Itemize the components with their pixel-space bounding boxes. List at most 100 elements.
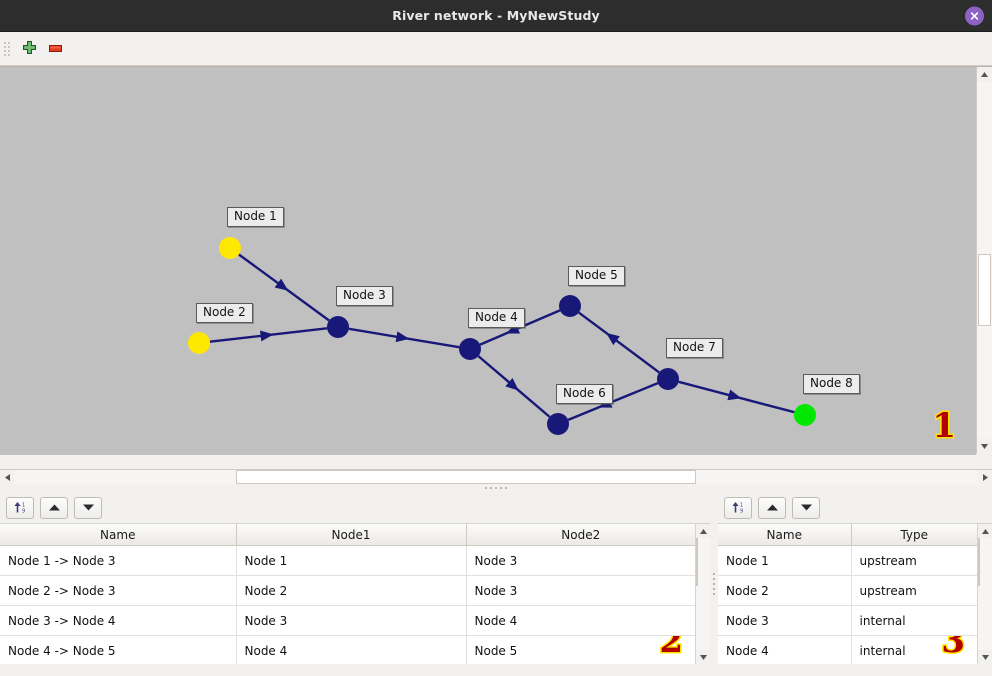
graph-vscroll-thumb[interactable] xyxy=(978,254,991,326)
graph-node-node-8[interactable] xyxy=(794,404,816,426)
graph-node-node-1[interactable] xyxy=(219,237,241,259)
graph-node-node-5[interactable] xyxy=(559,295,581,317)
nodes-move-down-icon[interactable] xyxy=(792,496,820,519)
table-cell[interactable]: Node 3 xyxy=(718,605,852,636)
nodes-scroll-up-arrow-icon[interactable] xyxy=(978,524,992,538)
table-cell[interactable]: internal xyxy=(851,605,977,636)
table-cell[interactable]: Node 4 xyxy=(466,605,695,636)
graph-node-node-3[interactable] xyxy=(327,316,349,338)
nodes-vscroll-track[interactable] xyxy=(978,538,992,650)
table-cell[interactable]: Node 1 -> Node 3 xyxy=(0,545,237,576)
svg-text:9: 9 xyxy=(740,509,743,515)
links-vscroll-thumb[interactable] xyxy=(696,538,698,586)
graph-edge-arrow-icon xyxy=(727,389,742,401)
remove-node-icon[interactable] xyxy=(42,36,68,62)
graph-node-node-2[interactable] xyxy=(188,332,210,354)
scroll-up-arrow-icon[interactable] xyxy=(977,67,992,82)
graph-node-label[interactable]: Node 4 xyxy=(468,308,525,328)
column-header-name[interactable]: Name xyxy=(0,524,237,546)
nodes-scroll-down-arrow-icon[interactable] xyxy=(978,650,992,664)
graph-node-label[interactable]: Node 7 xyxy=(666,338,723,358)
table-cell[interactable]: Node 3 xyxy=(236,605,467,636)
annotation-3: 3 xyxy=(940,635,967,661)
nodes-sort-ascending-icon[interactable]: 1 9 xyxy=(724,496,752,519)
column-header-node1[interactable]: Node1 xyxy=(236,524,467,546)
add-node-icon[interactable] xyxy=(16,36,42,62)
links-scroll-down-arrow-icon[interactable] xyxy=(696,650,711,664)
close-icon[interactable] xyxy=(965,6,984,25)
graph-node-label[interactable]: Node 1 xyxy=(227,207,284,227)
links-table-vertical-scrollbar[interactable] xyxy=(695,524,710,664)
toolbar-drag-handle[interactable] xyxy=(4,40,11,58)
graph-edge-arrow-icon xyxy=(274,278,289,291)
scroll-right-arrow-icon[interactable] xyxy=(978,470,992,485)
nodes-vscroll-thumb[interactable] xyxy=(978,538,980,586)
column-header-type[interactable]: Type xyxy=(851,524,977,546)
title-bar: River network - MyNewStudy xyxy=(0,0,992,32)
horizontal-splitter[interactable] xyxy=(0,484,992,492)
vertical-splitter[interactable] xyxy=(710,492,718,676)
column-header-name[interactable]: Name xyxy=(718,524,852,546)
table-cell[interactable]: Node 4 xyxy=(236,635,467,664)
scroll-left-arrow-icon[interactable] xyxy=(0,470,14,485)
column-header-node2[interactable]: Node2 xyxy=(466,524,695,546)
links-move-up-icon[interactable] xyxy=(40,496,68,519)
table-cell[interactable]: upstream xyxy=(851,545,977,576)
table-cell[interactable]: Node 3 -> Node 4 xyxy=(0,605,237,636)
links-toolbar: 1 9 xyxy=(0,492,710,523)
graph-node-label[interactable]: Node 6 xyxy=(556,384,613,404)
table-cell[interactable]: Node 2 xyxy=(718,575,852,606)
graph-edge[interactable] xyxy=(578,311,660,374)
nodes-table-vertical-scrollbar[interactable] xyxy=(977,524,992,664)
graph-node-label[interactable]: Node 8 xyxy=(803,374,860,394)
table-cell[interactable]: Node 1 xyxy=(236,545,467,576)
graph-node-node-4[interactable] xyxy=(459,338,481,360)
table-cell[interactable]: upstream xyxy=(851,575,977,606)
links-move-down-icon[interactable] xyxy=(74,496,102,519)
links-scroll-up-arrow-icon[interactable] xyxy=(696,524,711,538)
graph-node-node-7[interactable] xyxy=(657,368,679,390)
table-cell[interactable]: Node 4 -> Node 5 xyxy=(0,635,237,664)
graph-vertical-scrollbar[interactable] xyxy=(976,66,992,454)
graph-hscroll-thumb[interactable] xyxy=(236,470,696,484)
graph-horizontal-scrollbar[interactable] xyxy=(0,469,992,484)
graph-node-label[interactable]: Node 3 xyxy=(336,286,393,306)
graph-edge[interactable] xyxy=(567,382,659,421)
links-sort-ascending-icon[interactable]: 1 9 xyxy=(6,496,34,519)
table-cell[interactable]: Node 4 xyxy=(718,635,852,664)
graph-node-label[interactable]: Node 5 xyxy=(568,266,625,286)
graph-vscroll-track[interactable] xyxy=(977,82,992,439)
links-vscroll-track[interactable] xyxy=(696,538,710,650)
table-cell[interactable]: Node 3 xyxy=(466,575,695,606)
table-cell[interactable]: Node 3 xyxy=(466,545,695,576)
graph-node-label[interactable]: Node 2 xyxy=(196,303,253,323)
graph-hscroll-track[interactable] xyxy=(14,470,978,484)
main-toolbar xyxy=(0,32,992,66)
network-canvas[interactable]: Node 1 Node 2 Node 3 Node 4 Node 5 Node 6 Node… xyxy=(0,66,976,455)
table-cell[interactable]: Node 2 xyxy=(236,575,467,606)
nodes-move-up-icon[interactable] xyxy=(758,496,786,519)
scroll-down-arrow-icon[interactable] xyxy=(977,439,992,454)
graph-node-node-6[interactable] xyxy=(547,413,569,435)
table-cell[interactable]: Node 2 -> Node 3 xyxy=(0,575,237,606)
graph-pane: Node 1 Node 2 Node 3 Node 4 Node 5 Node 6 Node… xyxy=(0,66,992,469)
table-cell[interactable]: Node 1 xyxy=(718,545,852,576)
